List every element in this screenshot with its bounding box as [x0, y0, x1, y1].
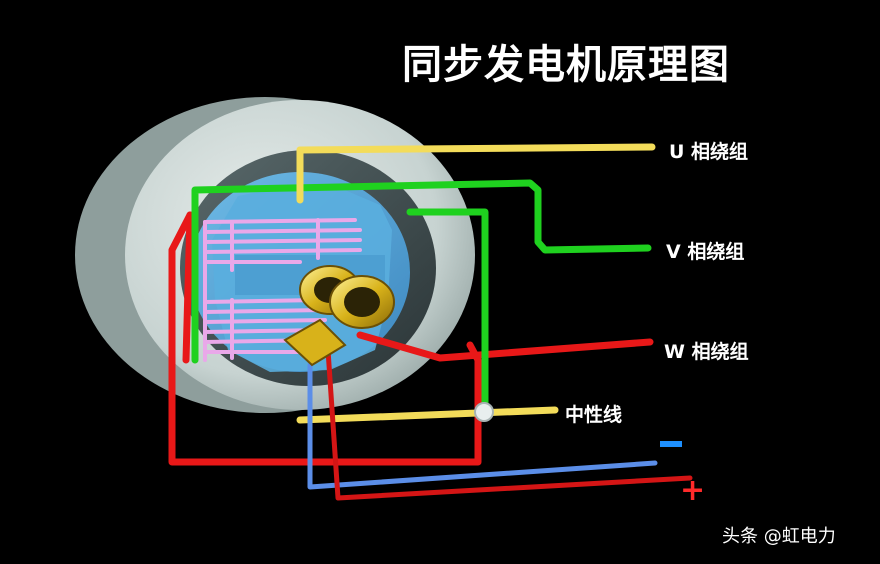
w-winding-label: W 相绕组 [664, 341, 749, 363]
u-winding-label: U 相绕组 [669, 141, 749, 163]
neutral-label: 中性线 [565, 404, 623, 426]
minus-sign [660, 441, 682, 447]
neutral-junction [474, 402, 494, 422]
dc-leads [307, 347, 693, 501]
slip-rings [283, 265, 395, 367]
field-coils [203, 218, 362, 362]
watermark: 头条 @虹电力 [722, 526, 836, 547]
neutral-line [296, 406, 559, 424]
v-winding-label: V 相绕组 [666, 241, 745, 263]
v-phase-winding [191, 179, 652, 414]
u-phase-winding [296, 143, 656, 204]
plus-sign: + [680, 473, 706, 508]
w-phase-winding [168, 211, 654, 466]
diagram-title: 同步发电机原理图 [402, 42, 730, 88]
